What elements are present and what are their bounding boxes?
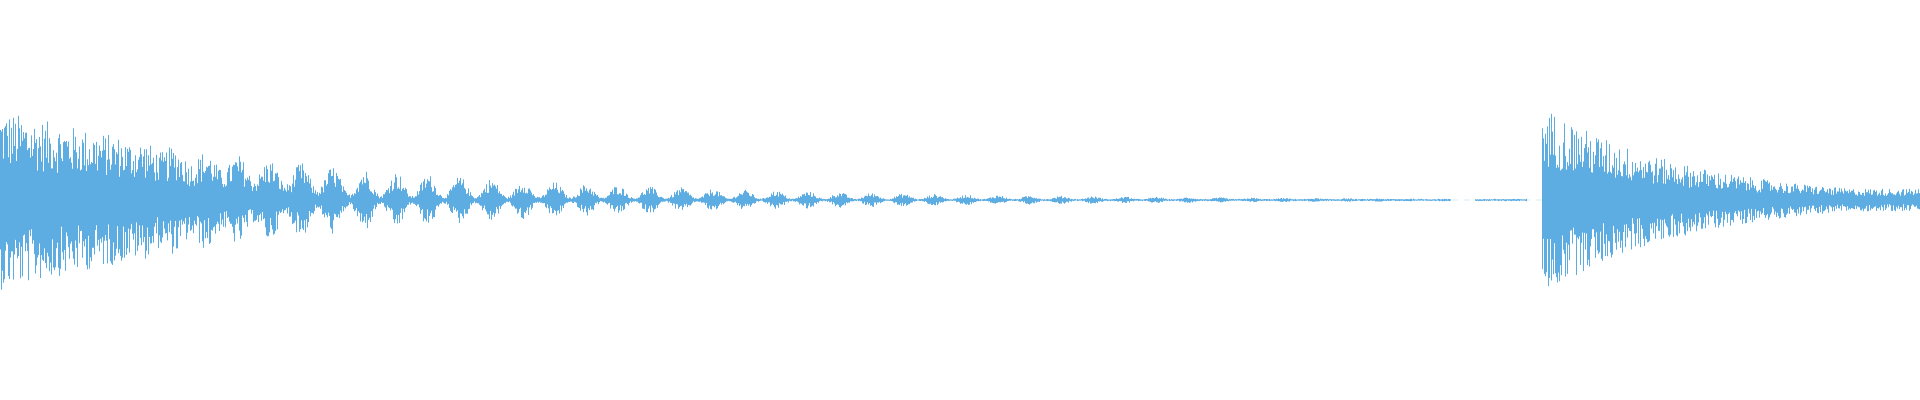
waveform-gap-tail [1475, 198, 1527, 202]
waveform-first-clip [0, 115, 1451, 290]
waveform-second-clip [1542, 113, 1920, 287]
